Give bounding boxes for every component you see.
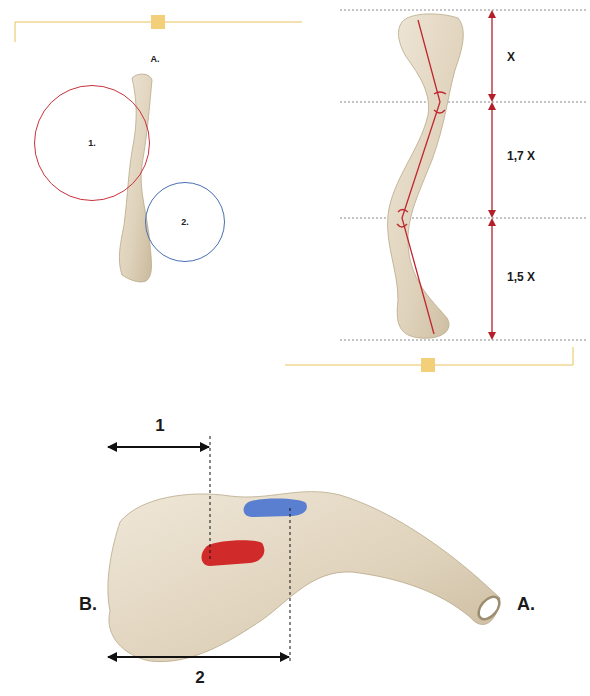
part-label: 1,5 X	[505, 271, 537, 284]
frame-line	[15, 15, 302, 42]
part-label: 2	[193, 669, 206, 688]
part-label: 1,7 X	[505, 150, 537, 163]
dimension-arrow	[108, 447, 289, 657]
axis-line	[397, 20, 446, 334]
dashed-line	[210, 436, 290, 662]
clavicle-bone	[119, 74, 152, 282]
part-label: A.	[515, 595, 537, 615]
part-label: B.	[77, 595, 99, 615]
trapezoid-line	[244, 499, 307, 518]
part-label: X	[505, 51, 517, 64]
clavicle-bone	[108, 492, 500, 662]
circle-region: 2.	[145, 182, 225, 262]
circle-number: 1.	[88, 138, 96, 148]
part-label: 1	[153, 417, 166, 436]
dotted-line	[340, 10, 586, 340]
dimension-arrow	[491, 14, 492, 336]
circle-region: 1.	[34, 85, 150, 201]
circle-number: 2.	[181, 217, 189, 227]
bone-end	[475, 593, 504, 623]
frame-line	[285, 347, 573, 372]
conoid-tubercle	[201, 540, 264, 566]
part-label: A.	[149, 55, 162, 65]
clavicle-bone	[388, 14, 464, 338]
